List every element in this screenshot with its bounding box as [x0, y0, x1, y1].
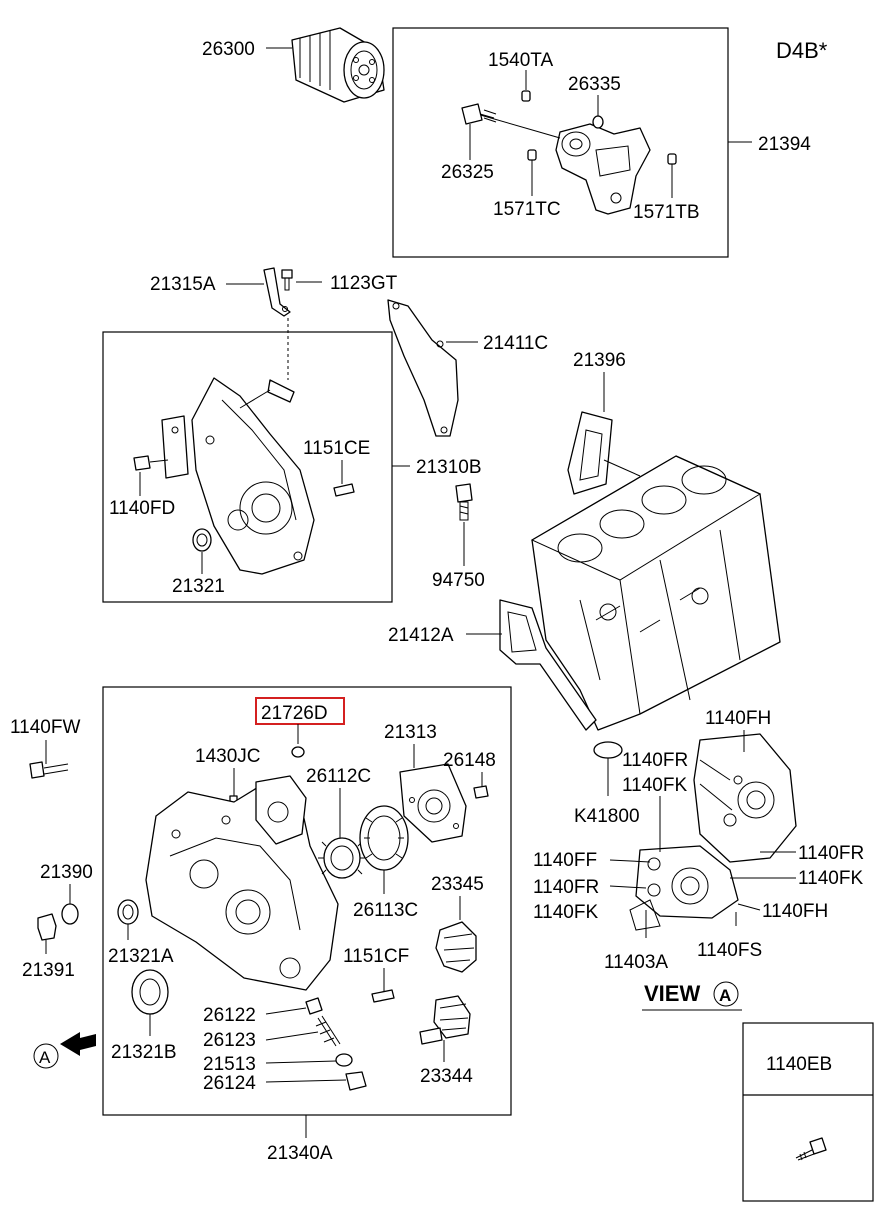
shaft-23344-drawing	[419, 995, 471, 1045]
front-case-group-box	[102, 686, 512, 1116]
part-label-1140FH-bottom: 1140FH	[762, 901, 828, 922]
part-label-21513: 21513	[203, 1054, 256, 1075]
part-label-23345: 23345	[431, 874, 484, 895]
oil-pump-drawing	[461, 90, 677, 215]
section-marker: A	[39, 1048, 51, 1067]
part-label-1571TC: 1571TC	[493, 199, 561, 220]
front-case-drawing	[145, 775, 339, 991]
part-label-1140FF: 1140FF	[533, 850, 597, 871]
seal-21321B-drawing	[131, 969, 169, 1015]
legend-box	[742, 1022, 874, 1202]
cover-21313-drawing	[399, 763, 467, 843]
part-label-1140FS: 1140FS	[697, 940, 762, 961]
part-label-11403A: 11403A	[604, 952, 668, 973]
part-label-1571TB: 1571TB	[633, 202, 700, 223]
part-label-1140FK-a: 1140FK	[622, 775, 687, 796]
part-label-1140FR-a: 1140FR	[622, 750, 688, 771]
engine-code: D4B*	[776, 38, 828, 63]
part-label-21396: 21396	[573, 350, 626, 371]
view-marker-circle	[713, 981, 739, 1007]
bolt-94750-drawing	[455, 483, 473, 521]
part-label-21321B: 21321B	[111, 1042, 177, 1063]
highlight-box-21726D	[255, 697, 345, 725]
part-label-21321: 21321	[172, 576, 225, 597]
part-label-26300: 26300	[202, 39, 255, 60]
part-label-94750: 94750	[432, 570, 485, 591]
seal-21321A-drawing	[117, 899, 139, 925]
part-label-21313: 21313	[384, 722, 437, 743]
part-label-21726D: 21726D	[261, 703, 328, 724]
part-label-26112C: 26112C	[306, 766, 371, 787]
part-label-1140FR-b: 1140FR	[533, 877, 599, 898]
bracket-21315A-drawing	[263, 267, 291, 317]
part-label-1140FD: 1140FD	[109, 498, 175, 519]
oil-filter-drawing	[291, 27, 385, 103]
part-label-1140FR-c: 1140FR	[798, 843, 864, 864]
gear-26113C-drawing	[359, 805, 409, 871]
part-label-21315A: 21315A	[150, 274, 216, 295]
bolt-1140EB-drawing	[795, 1137, 827, 1161]
relief-valve-drawing	[305, 997, 367, 1091]
timing-cover-group-box	[102, 331, 393, 603]
view-marker: A	[719, 986, 731, 1005]
part-label-21321A: 21321A	[108, 946, 174, 967]
part-label-1151CE: 1151CE	[303, 438, 370, 459]
gasket-21411C-drawing	[387, 299, 459, 437]
oring-K41800-drawing	[593, 741, 623, 759]
timing-cover-drawing	[133, 377, 355, 575]
part-label-26124: 26124	[203, 1073, 256, 1094]
bolt-1123GT-drawing	[281, 269, 293, 291]
part-label-26113C: 26113C	[353, 900, 418, 921]
ring-21390-drawing	[61, 903, 79, 925]
bolt-1140FW-drawing	[29, 761, 69, 779]
part-label-1140FK-c: 1140FK	[798, 868, 863, 889]
part-label-26325: 26325	[441, 162, 494, 183]
part-label-21412A: 21412A	[388, 625, 454, 646]
part-label-26122: 26122	[203, 1005, 256, 1026]
part-label-21411C: 21411C	[483, 333, 548, 354]
part-label-26123: 26123	[203, 1030, 256, 1051]
part-label-23344: 23344	[420, 1066, 473, 1087]
part-label-1151CF: 1151CF	[343, 946, 409, 967]
gasket-21396-drawing	[567, 411, 613, 495]
part-label-1540TA: 1540TA	[488, 50, 553, 71]
part-label-1123GT: 1123GT	[330, 273, 398, 294]
part-label-21394: 21394	[758, 134, 811, 155]
section-arrow	[33, 1032, 96, 1069]
part-label-1140FK-b: 1140FK	[533, 902, 598, 923]
view-caption: VIEW	[644, 981, 700, 1006]
part-label-21391: 21391	[22, 960, 75, 981]
part-label-26335: 26335	[568, 74, 621, 95]
part-label-1140EB: 1140EB	[766, 1054, 832, 1075]
gear-23345-drawing	[435, 921, 477, 973]
plug-21391-drawing	[37, 913, 57, 941]
part-label-26148: 26148	[443, 750, 496, 771]
gasket-21412A-drawing	[499, 599, 597, 731]
part-label-1140FH-top: 1140FH	[705, 708, 771, 729]
part-label-1140FW: 1140FW	[10, 717, 80, 738]
plug-21726D-drawing	[291, 746, 305, 758]
part-label-K41800: K41800	[574, 806, 640, 827]
part-label-1430JC: 1430JC	[195, 746, 261, 767]
cylinder-block-drawing	[530, 455, 781, 731]
gear-26112C-drawing	[318, 837, 366, 879]
part-label-21340A: 21340A	[267, 1143, 333, 1164]
view-a-case-drawing	[629, 733, 797, 931]
part-label-21390: 21390	[40, 862, 93, 883]
part-label-21310B: 21310B	[416, 457, 482, 478]
